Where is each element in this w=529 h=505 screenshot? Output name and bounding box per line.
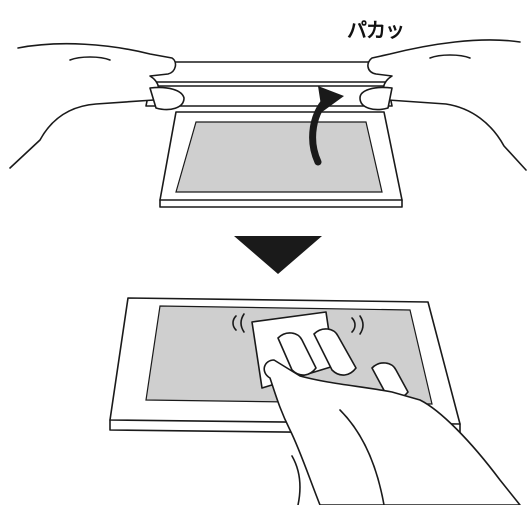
device-top: [160, 112, 402, 207]
down-arrow-icon: [234, 236, 322, 274]
sound-effect-text: パカッ: [347, 14, 404, 43]
step-1-peel-scene: [10, 40, 526, 207]
left-hand-icon: [10, 44, 184, 168]
step-2-wipe-scene: [110, 298, 520, 505]
